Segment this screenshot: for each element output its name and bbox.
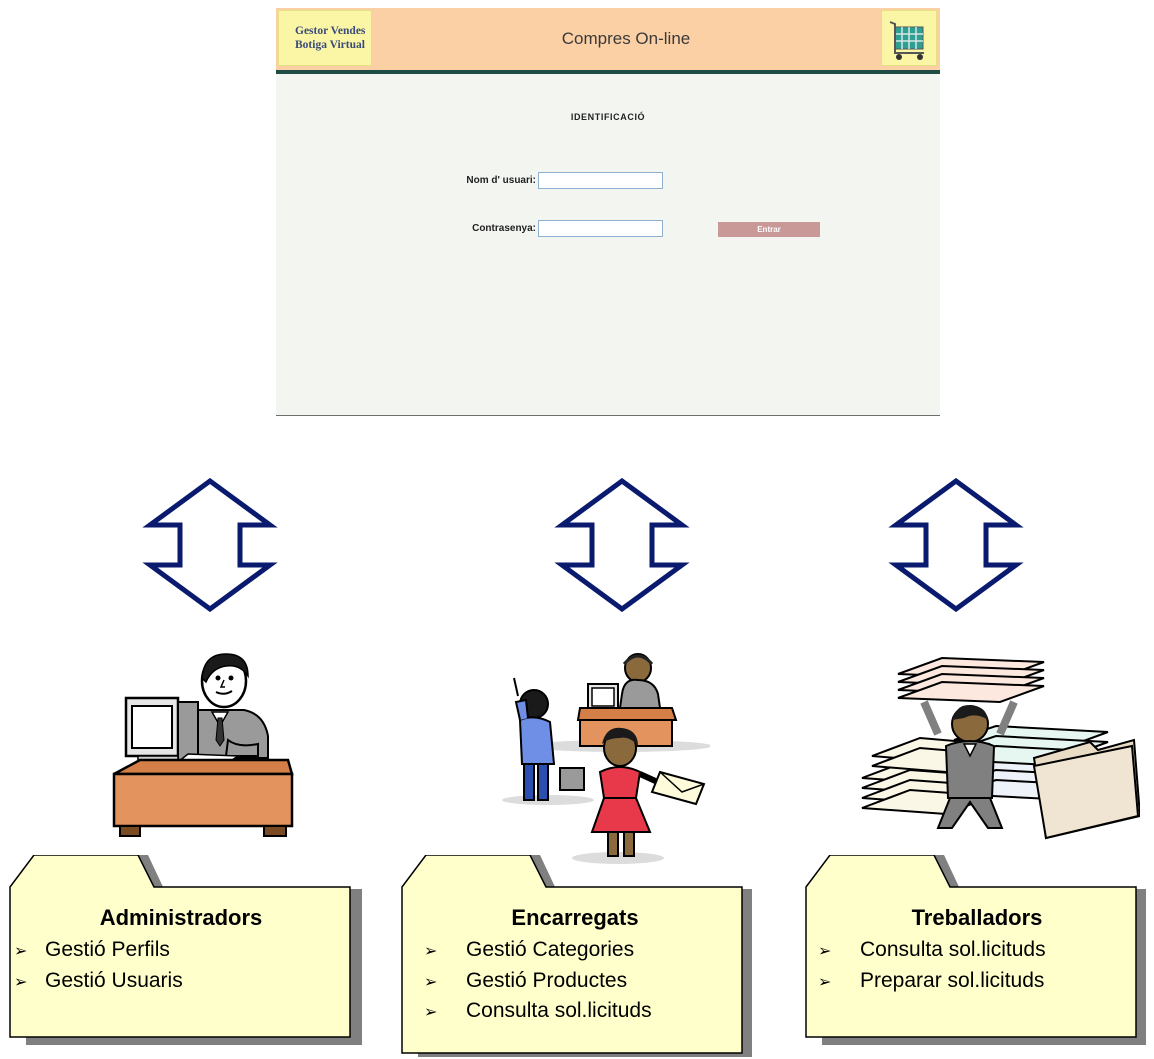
list-item: ➢Gestió Categories [424, 936, 652, 967]
app-logo: Gestor Vendes Botiga Virtual [278, 10, 372, 66]
list-item: ➢Gestió Usuaris [14, 967, 183, 998]
logo-line-1: Gestor Vendes [295, 25, 366, 37]
login-section-title: IDENTIFICACIÓ [570, 112, 646, 122]
list-item: ➢Preparar sol.licituds [818, 967, 1046, 998]
role-title: Encarregats [511, 905, 639, 930]
username-label: Nom d' usuari: [466, 175, 536, 186]
arrow-bullet-icon: ➢ [424, 943, 438, 960]
arrow-bullet-icon: ➢ [424, 973, 438, 991]
double-arrow-icon [554, 478, 690, 612]
logo-line-2: Botiga Virtual [295, 39, 365, 51]
shopping-cart-icon[interactable] [881, 10, 937, 66]
app-header: Gestor Vendes Botiga Virtual Compres On-… [276, 8, 940, 72]
list-item: ➢Consulta sol.licituds [818, 936, 1046, 967]
administrator-at-computer-icon [112, 653, 294, 837]
password-label: Contrasenya: [472, 223, 536, 234]
managers-with-phone-and-envelope-icon [502, 653, 710, 864]
role-permissions-list: ➢Consulta sol.licituds ➢Preparar sol.lic… [818, 936, 1046, 997]
username-input[interactable] [538, 172, 663, 189]
role-folder-administradors: Administradors ➢Gestió Perfils ➢Gestió U… [8, 855, 370, 1045]
login-button[interactable]: Entrar [718, 222, 820, 237]
list-item: ➢Gestió Perfils [14, 936, 183, 967]
folder-shape-icon [805, 855, 1146, 1045]
list-item: ➢Gestió Productes [424, 967, 652, 998]
arrow-bullet-icon: ➢ [818, 973, 832, 991]
screen-bottom-rule [276, 415, 940, 416]
header-divider [276, 70, 940, 74]
app-title: Compres On-line [561, 29, 691, 48]
double-arrow-icon [888, 478, 1024, 612]
worker-carrying-paperwork-icon [861, 656, 1140, 840]
double-arrow-icon [142, 478, 278, 612]
role-title: Administradors [99, 905, 263, 930]
role-folder-treballadors: Treballadors ➢Consulta sol.licituds ➢Pre… [804, 855, 1150, 1045]
login-screen: Gestor Vendes Botiga Virtual Compres On-… [276, 8, 940, 416]
folder-shape-icon [9, 855, 362, 1045]
arrow-bullet-icon: ➢ [818, 943, 832, 960]
role-permissions-list: ➢Gestió Perfils ➢Gestió Usuaris [14, 936, 183, 997]
role-permissions-list: ➢Gestió Categories ➢Gestió Productes ➢Co… [424, 936, 652, 1028]
arrow-bullet-icon: ➢ [424, 1004, 438, 1021]
list-item: ➢Consulta sol.licituds [424, 997, 652, 1028]
role-folder-encarregats: Encarregats ➢Gestió Categories ➢Gestió P… [400, 855, 758, 1059]
password-input[interactable] [538, 220, 663, 237]
arrow-bullet-icon: ➢ [14, 973, 28, 991]
role-title: Treballadors [911, 905, 1043, 930]
folder-shape-icon [401, 855, 752, 1057]
arrow-bullet-icon: ➢ [14, 943, 28, 960]
